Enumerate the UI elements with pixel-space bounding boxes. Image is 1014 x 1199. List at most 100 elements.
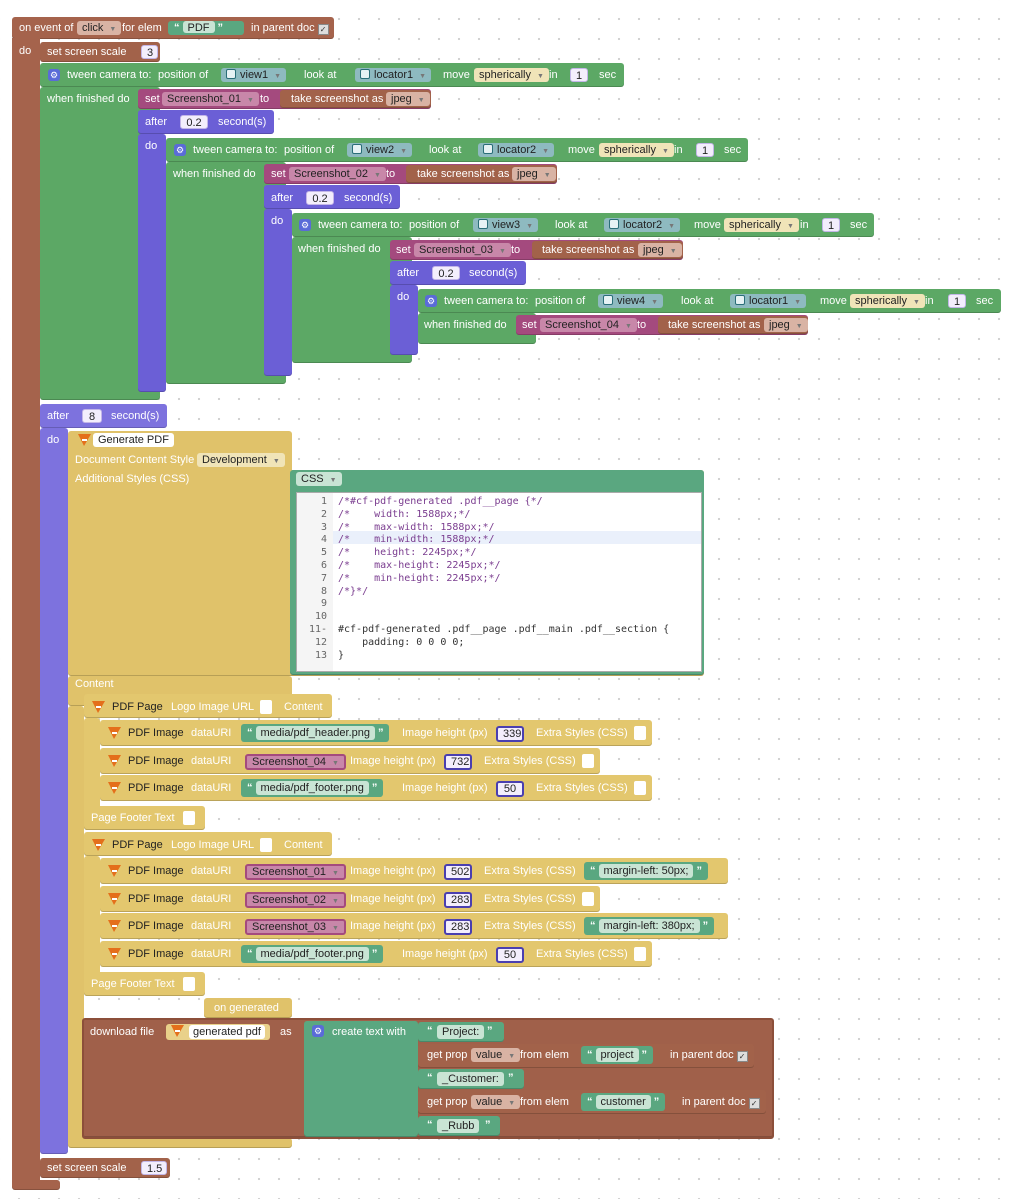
after-2-body [264, 209, 292, 376]
image-source-string[interactable]: “media/pdf_header.png” [241, 724, 390, 742]
format-dropdown-2[interactable]: jpeg▼ [512, 167, 556, 181]
css-editor[interactable]: 1/*#cf-pdf-generated .pdf__page {*/2/* w… [296, 492, 702, 672]
image-height-value[interactable]: 339 [496, 726, 524, 742]
after-value-1[interactable]: 0.2 [180, 115, 208, 129]
time-value-4[interactable]: 1 [948, 294, 966, 308]
when-finished-label: when finished do [298, 243, 381, 255]
image-height-value[interactable]: 732 [444, 753, 472, 770]
extra-styles-string[interactable]: “margin-left: 380px;” [584, 917, 715, 935]
text-customer[interactable]: _Customer: [437, 1072, 504, 1086]
fox-icon [108, 754, 121, 767]
image-height-value[interactable]: 283 [444, 891, 472, 908]
after-8-block[interactable] [40, 404, 167, 428]
logo-url-input[interactable] [260, 838, 272, 852]
image-source-var[interactable]: Screenshot_02▼ [245, 891, 346, 908]
screenshot-var-1[interactable]: Screenshot_01▼ [162, 92, 259, 106]
move-mode-dropdown-1[interactable]: spherically▼ [474, 68, 549, 82]
get-prop-label: get prop [427, 1049, 468, 1061]
pdf-page-block-2[interactable] [84, 832, 332, 856]
checkbox[interactable]: ✓ [736, 1051, 748, 1062]
pdf-image-block[interactable] [100, 885, 600, 912]
after-8-value[interactable]: 8 [82, 409, 102, 423]
move-mode-dropdown-3[interactable]: spherically▼ [724, 218, 799, 232]
in-label: in [549, 69, 558, 81]
text-rubb[interactable]: _Rubb [437, 1119, 480, 1133]
locator-dropdown-2[interactable]: locator2▼ [478, 143, 555, 157]
image-source-var[interactable]: Screenshot_01▼ [245, 864, 346, 880]
screenshot-var-2[interactable]: Screenshot_02▼ [289, 167, 386, 181]
image-height-value[interactable]: 283 [444, 919, 472, 935]
line-number: 5 [320, 547, 327, 559]
create-text-block[interactable] [304, 1021, 418, 1137]
time-value-1[interactable]: 1 [570, 68, 588, 82]
format-dropdown-4[interactable]: jpeg▼ [764, 318, 808, 332]
elem-customer-field[interactable]: “customer” [581, 1093, 666, 1111]
move-mode-dropdown-4[interactable]: spherically▼ [850, 294, 925, 308]
image-height-value[interactable]: 502 [444, 864, 472, 880]
move-mode-dropdown-2[interactable]: spherically▼ [599, 143, 674, 157]
scale-value-2[interactable]: 1.5 [141, 1161, 167, 1175]
screenshot-var-3[interactable]: Screenshot_03▼ [414, 243, 511, 257]
view-dropdown-1[interactable]: view1▼ [221, 68, 287, 82]
event-dropdown[interactable]: click▼ [77, 21, 122, 35]
pdf-page-block-1[interactable] [84, 694, 332, 718]
footer-text-input[interactable] [183, 811, 195, 825]
footer-text-input[interactable] [183, 977, 195, 991]
prop-dropdown-2[interactable]: value▼ [471, 1095, 521, 1109]
elem-project-field[interactable]: “project” [581, 1046, 654, 1064]
image-height-value[interactable]: 50 [496, 946, 524, 963]
datauri-label: dataURI [191, 782, 232, 794]
image-source-var[interactable]: Screenshot_03▼ [245, 919, 346, 935]
gear-icon[interactable]: ⚙ [48, 69, 60, 81]
set-screen-scale-block-2[interactable] [40, 1158, 170, 1178]
set-screen-scale-block[interactable] [40, 42, 160, 62]
view-dropdown-2[interactable]: view2▼ [347, 143, 413, 157]
generated-pdf-var[interactable]: generated pdf [166, 1024, 270, 1040]
extra-styles-input[interactable] [634, 726, 646, 740]
do-label: do [19, 45, 32, 57]
after-value-2[interactable]: 0.2 [306, 191, 334, 205]
css-dropdown[interactable]: CSS▼ [296, 472, 342, 486]
code-line: /*#cf-pdf-generated .pdf__page {*/ [338, 496, 543, 507]
image-height-value[interactable]: 50 [496, 781, 524, 797]
extra-styles-input[interactable] [582, 891, 594, 906]
gear-icon[interactable]: ⚙ [299, 219, 311, 231]
checkbox[interactable]: ✓ [748, 1098, 760, 1109]
locator-dropdown-3[interactable]: locator2▼ [604, 218, 681, 232]
gear-icon[interactable]: ⚙ [312, 1025, 324, 1037]
doc-style-dropdown[interactable]: Development▼ [197, 453, 285, 467]
pdf-page-label: PDF Page [112, 839, 163, 851]
text-project[interactable]: Project: [437, 1025, 485, 1039]
format-dropdown-3[interactable]: jpeg▼ [638, 243, 682, 257]
after-value-3[interactable]: 0.2 [432, 266, 460, 280]
screenshot-var-4[interactable]: Screenshot_04▼ [540, 318, 637, 332]
in-label: in [925, 295, 934, 307]
image-source-string[interactable]: “media/pdf_footer.png” [241, 779, 384, 797]
extra-styles-string[interactable]: “margin-left: 50px;” [584, 862, 708, 880]
gear-icon[interactable]: ⚙ [425, 295, 437, 307]
view-dropdown-3[interactable]: view3▼ [473, 218, 539, 232]
gear-icon[interactable]: ⚙ [174, 144, 186, 156]
elem-string-field[interactable]: “PDF” [168, 21, 244, 35]
time-value-2[interactable]: 1 [696, 143, 714, 157]
cube-icon [478, 219, 488, 229]
locator-dropdown-1[interactable]: locator1▼ [355, 68, 432, 82]
scale-value[interactable]: 3 [141, 45, 158, 59]
extra-styles-input[interactable] [634, 781, 646, 795]
move-label: move [568, 144, 595, 156]
image-source-var[interactable]: Screenshot_04▼ [245, 753, 346, 770]
prop-dropdown-1[interactable]: value▼ [471, 1048, 521, 1062]
logo-url-input[interactable] [260, 700, 272, 714]
fox-icon [108, 865, 121, 877]
format-dropdown-1[interactable]: jpeg▼ [386, 92, 430, 106]
fox-icon [171, 1025, 184, 1037]
time-value-3[interactable]: 1 [822, 218, 840, 232]
extra-styles-input[interactable] [634, 946, 646, 961]
view-dropdown-4[interactable]: view4▼ [598, 294, 664, 308]
checkbox[interactable]: ✓ [317, 24, 329, 35]
pdf-image-block[interactable] [100, 747, 600, 774]
locator-dropdown-4[interactable]: locator1▼ [730, 294, 807, 308]
image-source-string[interactable]: “media/pdf_footer.png” [241, 944, 384, 963]
extra-styles-input[interactable] [582, 753, 594, 768]
code-line: padding: 0 0 0 0; [338, 636, 465, 648]
